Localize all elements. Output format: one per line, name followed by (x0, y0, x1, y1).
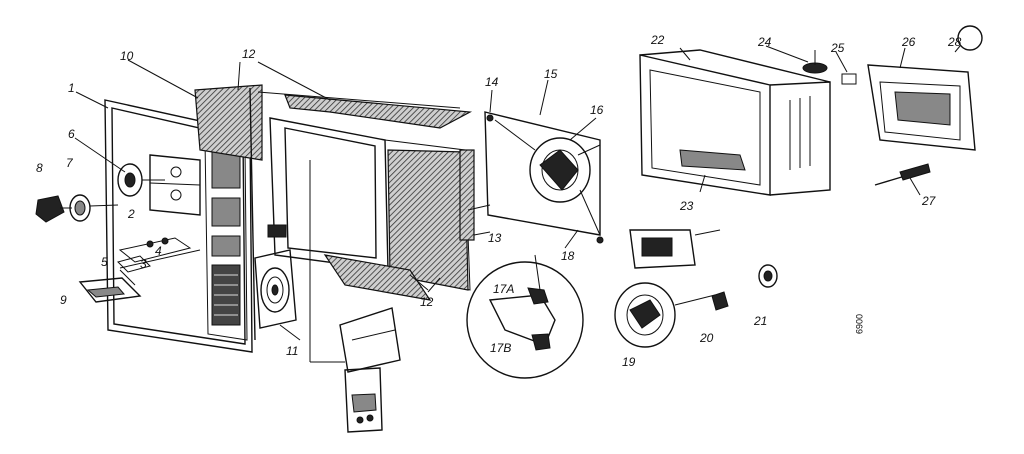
part-labels: 1 2 3 4 5 6 7 8 9 10 11 12 12 13 14 15 1… (36, 33, 962, 369)
label-4: 4 (155, 244, 162, 258)
label-14: 14 (485, 75, 499, 89)
tuner-19 (614, 282, 716, 348)
label-12-bottom: 12 (420, 295, 434, 309)
label-13: 13 (488, 231, 502, 245)
label-15: 15 (544, 67, 558, 81)
back-cover-vents (789, 96, 811, 170)
cabinet-front (867, 64, 976, 151)
bracket-9 (78, 269, 142, 303)
label-12-top: 12 (242, 47, 256, 61)
label-22: 22 (650, 33, 665, 47)
switch-hardware (117, 237, 201, 273)
leader-lines (74, 45, 921, 341)
label-10: 10 (120, 49, 134, 63)
detail-magnifier (466, 254, 584, 379)
label-27: 27 (921, 194, 937, 208)
deflection-yoke (484, 111, 604, 244)
label-11: 11 (286, 344, 298, 358)
label-18: 18 (561, 249, 575, 263)
bulb (954, 25, 983, 53)
label-16: 16 (590, 103, 604, 117)
side-code: 0069 (854, 314, 864, 334)
label-21: 21 (753, 314, 767, 328)
label-2: 2 (127, 207, 135, 221)
label-1: 1 (68, 81, 75, 95)
antenna-terminal (802, 50, 857, 85)
label-19: 19 (622, 355, 636, 369)
label-17b: 17B (490, 341, 511, 355)
cord-27 (874, 163, 931, 186)
control-plate (149, 154, 201, 216)
cabinet-shell (194, 84, 473, 341)
label-25: 25 (830, 41, 845, 55)
label-5: 5 (101, 255, 108, 269)
front-bezel (104, 99, 253, 353)
label-9: 9 (60, 293, 67, 307)
label-3: 3 (140, 257, 147, 271)
speaker-grille (211, 264, 241, 326)
knob-8 (35, 195, 72, 223)
knob-20 (711, 291, 729, 311)
label-20: 20 (699, 331, 714, 345)
label-6: 6 (68, 127, 75, 141)
speaker (254, 224, 297, 329)
knob-21 (758, 264, 778, 288)
label-28: 28 (947, 35, 962, 49)
label-8: 8 (36, 161, 43, 175)
label-23: 23 (679, 199, 694, 213)
tuner-board (629, 229, 721, 269)
knob-7 (69, 194, 119, 222)
label-26: 26 (901, 35, 916, 49)
tuning-knob-assembly (117, 163, 165, 197)
back-cover (639, 49, 831, 196)
label-24: 24 (757, 35, 772, 49)
chassis-board (309, 160, 401, 433)
label-7: 7 (66, 156, 74, 170)
label-17a: 17A (493, 282, 514, 296)
picture-tube (269, 117, 491, 301)
